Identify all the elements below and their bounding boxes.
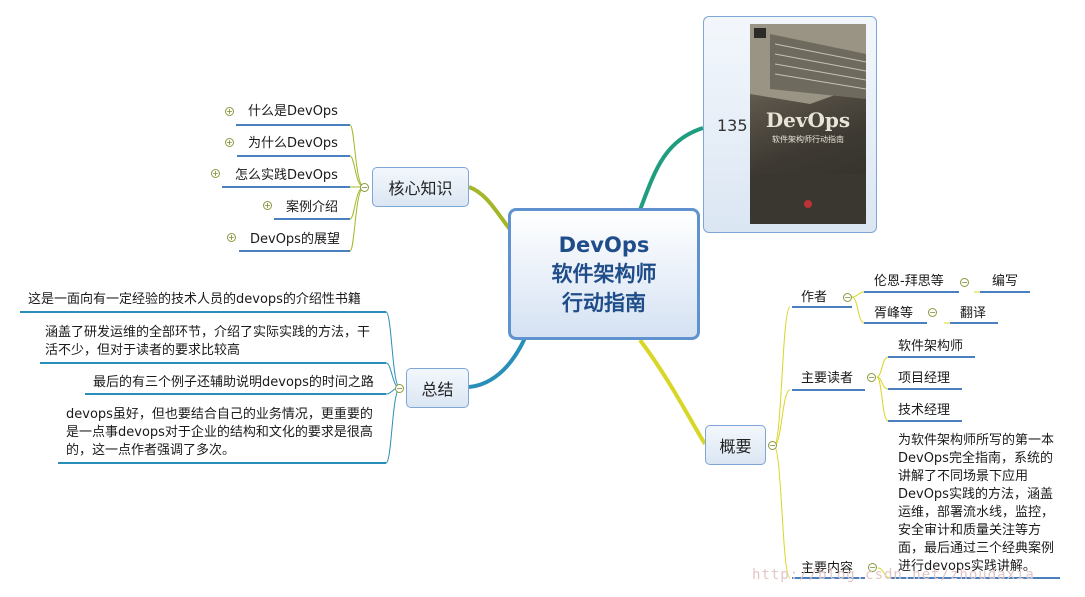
branch-core-knowledge [468, 185, 514, 234]
core-item-4[interactable]: 案例介绍 [286, 200, 339, 215]
cover-subtitle: 软件架构师行动指南 [772, 135, 844, 144]
author-name-1[interactable]: 伦恩-拜思等 [874, 274, 944, 289]
summary-item-2[interactable]: 涵盖了研发运维的全部环节，介绍了实际实践的方法，干活不少，但对于读者的要求比较高 [45, 325, 371, 358]
summary-item-1[interactable]: 这是一面向有一定经验的技术人员的devops的介绍性书籍 [28, 292, 361, 307]
topic-summary-label: 总结 [421, 380, 454, 399]
central-topic[interactable]: DevOps 软件架构师 行动指南 [508, 208, 700, 340]
watermark: http://blog.csdn.net/zhoudaxia [752, 567, 1035, 583]
collapse-icon[interactable]: − [360, 183, 369, 192]
collapse-icon[interactable]: − [395, 384, 404, 393]
collapse-icon[interactable]: − [867, 373, 876, 382]
overview-readers-label[interactable]: 主要读者 [801, 371, 854, 386]
branch-summary [468, 337, 527, 389]
collapse-icon[interactable]: − [843, 293, 852, 302]
core-item-5[interactable]: DevOps的展望 [250, 232, 340, 247]
overview-content-label[interactable]: 主要内容 [801, 561, 854, 576]
collapse-icon[interactable]: − [928, 308, 937, 317]
summary-item-3[interactable]: 最后的有三个例子还辅助说明devops的时间之路 [93, 375, 374, 390]
topic-overview[interactable]: 概要 [705, 425, 766, 465]
reader-item-2[interactable]: 项目经理 [898, 371, 951, 386]
core-item-1[interactable]: 什么是DevOps [248, 104, 338, 119]
expand-icon[interactable]: + [225, 138, 234, 147]
branch-image [638, 126, 704, 211]
reader-item-3[interactable]: 技术经理 [898, 403, 951, 418]
reader-item-1[interactable]: 软件架构师 [898, 339, 964, 354]
central-topic-line-3: 行动指南 [562, 290, 646, 315]
topic-core-knowledge[interactable]: 核心知识 [372, 167, 469, 207]
branch-overview [638, 338, 707, 446]
core-item-3[interactable]: 怎么实践DevOps [235, 168, 338, 183]
author-role-2[interactable]: 翻译 [960, 306, 987, 321]
collapse-icon[interactable]: − [768, 441, 777, 450]
core-item-2[interactable]: 为什么DevOps [248, 136, 338, 151]
overview-author-label[interactable]: 作者 [801, 290, 828, 305]
cover-title: DevOps [765, 108, 851, 132]
collapse-icon[interactable]: − [960, 278, 969, 287]
author-role-1[interactable]: 编写 [992, 274, 1019, 289]
central-topic-line-1: DevOps [558, 232, 650, 257]
book-cover-image: DevOps 软件架构师行动指南 [750, 24, 866, 224]
expand-icon[interactable]: + [263, 201, 272, 210]
expand-icon[interactable]: + [211, 169, 220, 178]
building-photo-icon [750, 24, 866, 224]
summary-item-4[interactable]: devops虽好，但也要结合自己的业务情况，更重要的是一点事devops对于企业… [66, 407, 373, 458]
image-topic-label: 135 [717, 116, 748, 135]
collapse-icon[interactable]: − [868, 563, 877, 572]
central-topic-line-2: 软件架构师 [551, 261, 657, 286]
topic-core-knowledge-label: 核心知识 [388, 179, 453, 198]
author-name-2[interactable]: 胥峰等 [874, 306, 914, 321]
content-description[interactable]: 为软件架构师所写的第一本DevOps完全指南，系统的讲解了不同场景下应用DevO… [898, 433, 1055, 574]
expand-icon[interactable]: + [227, 233, 236, 242]
expand-icon[interactable]: + [225, 107, 234, 116]
topic-summary[interactable]: 总结 [406, 368, 469, 408]
topic-overview-label: 概要 [719, 437, 752, 456]
